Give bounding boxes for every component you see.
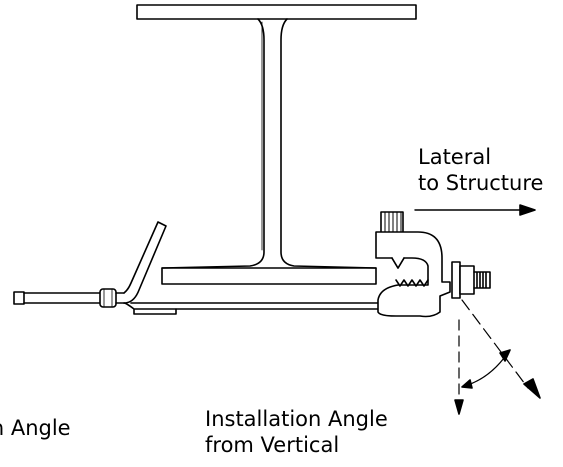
lateral-label-line2: to Structure [418,171,544,195]
i-beam-web [161,18,377,285]
cropped-angle-label: on Angle [0,416,71,440]
vertical-reference-arrow [454,399,464,415]
installation-angle-label-line2: from Vertical [205,433,340,457]
lateral-arrow-head [519,204,536,216]
rod-coupling-groove [103,288,113,308]
clamp-washer [451,261,461,299]
hanger-rod [13,221,381,315]
clamp-setscrew [380,211,404,235]
rod-bend [123,221,167,304]
clamp-jaw-teeth [395,279,429,287]
angle-arc-arrow-right [499,349,511,362]
rod-to-clamp [130,302,381,310]
angled-rod-line [461,299,529,389]
clamp-nut [459,265,475,295]
i-beam [136,4,417,285]
rod-lower-strap [123,302,177,315]
clamp-body [375,231,451,318]
lateral-arrow [414,204,536,216]
angle-arc-arrow-left [461,379,473,389]
installation-angle [454,299,541,415]
setscrew-threads [384,211,402,235]
rod-end-stub [13,291,25,305]
i-beam-top-flange [136,4,417,20]
angle-arc [464,353,508,387]
lateral-label-line1: Lateral [418,145,492,169]
rod-coupling [99,288,117,308]
beam-clamp [375,211,491,318]
clamp-tip [391,257,405,269]
clamp-bolt-threads [473,271,491,289]
installation-angle-label-line1: Installation Angle [205,407,388,431]
angled-rod-arrow [523,378,541,399]
